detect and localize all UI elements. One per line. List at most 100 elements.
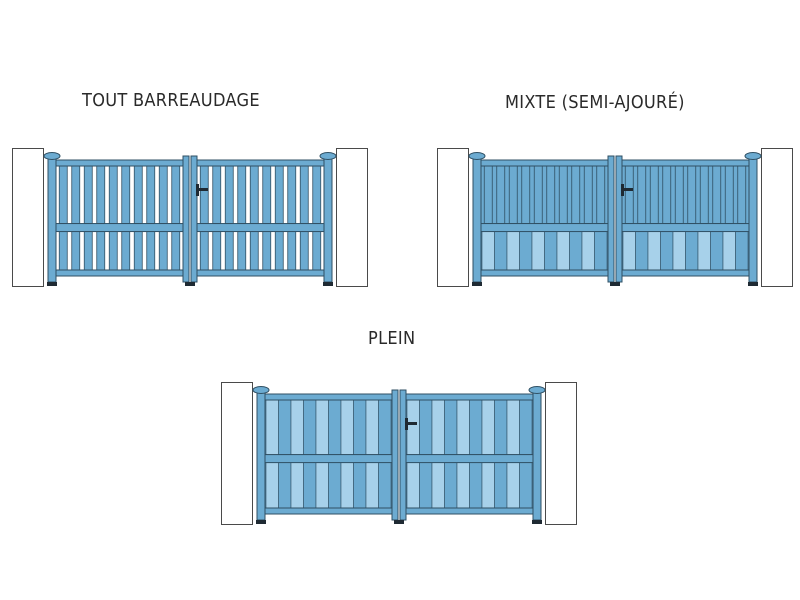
gate-bar — [146, 231, 156, 271]
bottom-rail — [53, 269, 186, 277]
gate-bar — [262, 165, 272, 224]
gate-slat — [290, 462, 304, 509]
gate-slat — [519, 231, 533, 271]
left-pillar — [12, 148, 44, 287]
gate-post — [607, 155, 615, 283]
middle-rail — [619, 223, 752, 233]
gate-slat — [469, 462, 483, 509]
gate-bar — [483, 165, 493, 224]
gate-slat — [328, 462, 342, 509]
gate-bar — [249, 231, 259, 271]
post-foot — [748, 282, 758, 286]
gate-bar — [158, 165, 168, 224]
gate-bar — [624, 165, 634, 224]
gate-slat — [660, 231, 674, 271]
gate-bar — [262, 231, 272, 271]
gate-bar — [662, 165, 672, 224]
right-pillar — [761, 148, 793, 287]
post-foot — [394, 520, 404, 524]
gate-post — [472, 155, 482, 283]
gate-slat — [353, 399, 367, 455]
post-foot — [185, 282, 195, 286]
gate-post — [391, 389, 399, 521]
post-foot — [256, 520, 266, 524]
gate-illustration-mixte — [437, 148, 793, 288]
gate-bar — [699, 165, 709, 224]
gate-bar — [299, 231, 309, 271]
gate-slat — [406, 399, 420, 455]
gate-bar — [237, 231, 247, 271]
left-pillar — [221, 382, 253, 525]
gate-bar — [71, 231, 81, 271]
gate-slat — [469, 399, 483, 455]
gate-bar — [312, 231, 322, 271]
gate-slat — [378, 462, 392, 509]
bottom-rail — [478, 269, 611, 277]
top-rail — [194, 159, 327, 167]
gate-post — [47, 155, 57, 283]
gate-bar — [71, 165, 81, 224]
top-rail — [53, 159, 186, 167]
gate-slat — [303, 399, 317, 455]
gate-bar — [58, 165, 68, 224]
middle-rail — [262, 454, 395, 464]
gate-bar — [224, 231, 234, 271]
middle-rail — [403, 454, 536, 464]
gate-bar — [171, 165, 181, 224]
gate-slat — [685, 231, 699, 271]
gate-slat — [315, 462, 329, 509]
gate-bar — [158, 231, 168, 271]
gate-slat — [481, 462, 495, 509]
bottom-rail — [262, 507, 395, 515]
gate-bar — [96, 165, 106, 224]
gate-post — [748, 155, 758, 283]
gate-post — [532, 389, 542, 521]
gate-bar — [687, 165, 697, 224]
gate-bar — [249, 165, 259, 224]
top-rail — [262, 393, 395, 401]
gate-bar — [212, 231, 222, 271]
gate-slat — [265, 399, 279, 455]
gate-slat — [722, 231, 736, 271]
left-pillar — [437, 148, 469, 287]
gate-slat — [419, 462, 433, 509]
gate-bar — [199, 165, 209, 224]
gate-slat — [328, 399, 342, 455]
gate-slat — [556, 231, 570, 271]
post-cap — [468, 152, 486, 160]
gate-slat — [519, 462, 533, 509]
gate-slat — [265, 462, 279, 509]
gate-bar — [83, 231, 93, 271]
post-foot — [532, 520, 542, 524]
gate-post — [323, 155, 333, 283]
gate-bar — [212, 165, 222, 224]
middle-rail — [478, 223, 611, 233]
bottom-rail — [619, 269, 752, 277]
gate-bar — [737, 165, 747, 224]
bottom-rail — [194, 269, 327, 277]
top-rail — [403, 393, 536, 401]
gate-slat — [581, 231, 595, 271]
gate-bar — [637, 165, 647, 224]
gate-bar — [133, 231, 143, 271]
handle-lever — [621, 188, 633, 191]
gate-slat — [456, 462, 470, 509]
gate-illustration-tout-barreaudage — [12, 148, 368, 288]
gate-slat — [431, 462, 445, 509]
top-rail — [478, 159, 611, 167]
gate-bar — [546, 165, 556, 224]
gate-bar — [237, 165, 247, 224]
gate-slat — [494, 231, 508, 271]
gate-slat — [456, 399, 470, 455]
top-rail — [619, 159, 752, 167]
gate-slat — [365, 399, 379, 455]
gate-slat — [353, 462, 367, 509]
gate-bar — [533, 165, 543, 224]
gate-bar — [121, 231, 131, 271]
post-foot — [323, 282, 333, 286]
gate-slat — [647, 231, 661, 271]
gate-post — [256, 389, 266, 521]
post-foot — [472, 282, 482, 286]
post-cap — [319, 152, 337, 160]
gate-bar — [596, 165, 606, 224]
